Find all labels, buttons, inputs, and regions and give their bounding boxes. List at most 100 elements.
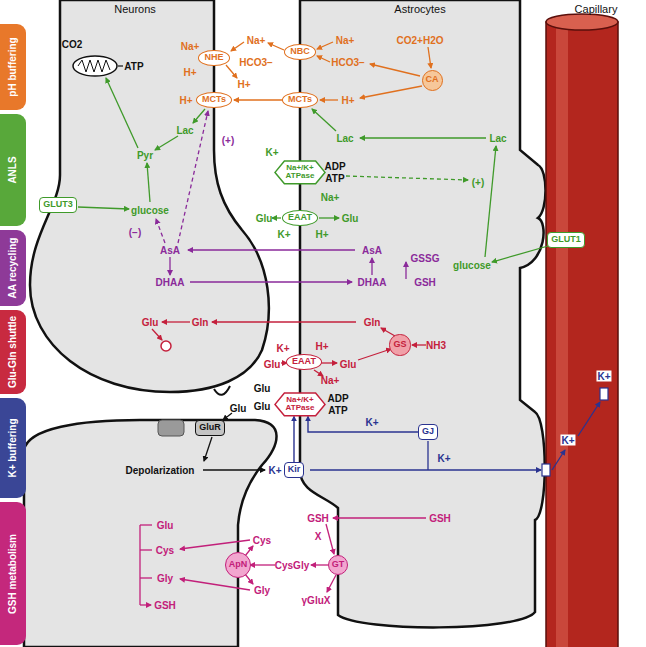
k-flux-connector	[308, 416, 418, 432]
transporter-symbol: MCTs	[282, 92, 318, 107]
flux-arrow	[412, 344, 426, 345]
connectors	[294, 416, 418, 462]
molecule-label: CO2	[62, 39, 83, 50]
flux-arrow	[203, 469, 265, 470]
molecule-label: Glu	[254, 401, 271, 412]
enzyme-circle: GS	[389, 334, 410, 355]
transporter-symbol: Na+/K+ ATPase	[274, 392, 326, 417]
node-label: Glu-Gln shuttle	[8, 316, 19, 388]
molecule-label: H+	[183, 67, 196, 78]
flux-arrow	[428, 47, 431, 68]
transporter-symbol: NHE	[198, 50, 229, 65]
flux-arrow	[162, 321, 190, 322]
node-label: Na+/K+ ATPase	[284, 164, 316, 181]
node-label: K+ buffering	[8, 418, 19, 477]
node-label: ApN	[229, 560, 248, 569]
molecule-label: ATP	[328, 405, 347, 416]
flux-arrow	[152, 329, 162, 340]
molecule-label: CO2+H2O	[397, 35, 444, 46]
astrocyte	[300, 0, 546, 627]
molecule-label: Na+	[336, 35, 355, 46]
molecule-label: HCO3−	[331, 57, 365, 68]
molecule-label: (+)	[222, 135, 235, 146]
node-label: MCTs	[202, 95, 226, 104]
molecule-label: glucose	[453, 260, 491, 271]
molecule-label: Pyr	[137, 150, 153, 161]
flux-arrow	[485, 146, 496, 257]
flux-arrow	[319, 217, 339, 218]
flux-arrow	[193, 109, 205, 123]
postsynaptic-neuron	[24, 420, 277, 647]
molecule-label: Cys	[156, 545, 174, 556]
node-label: EAAT	[292, 357, 316, 366]
flux-arrow	[180, 540, 250, 549]
flux-arrow	[147, 163, 150, 202]
molecule-label: H+	[237, 79, 250, 90]
flux-arrow	[326, 524, 334, 554]
molecule-label: Glu	[142, 317, 159, 328]
molecule-label: ATP	[325, 173, 344, 184]
flux-arrow	[155, 136, 178, 150]
section-band: ANLS	[0, 114, 26, 226]
vesicle-fusion-pore	[214, 386, 230, 395]
molecule-label: GSSG	[411, 253, 440, 264]
flux-arrow	[139, 525, 140, 605]
node-label: MCTs	[288, 95, 312, 104]
molecule-label: Glu	[230, 403, 247, 414]
flux-arrow	[370, 64, 420, 76]
molecule-label: GSH	[429, 513, 451, 524]
flux-arrow	[212, 321, 356, 322]
molecule-label: Gly	[157, 573, 173, 584]
flux-arrow	[180, 579, 250, 590]
molecule-label: (−)	[129, 227, 142, 238]
molecule-label: NH3	[426, 340, 446, 351]
transporter-symbol: EAAT	[282, 210, 318, 225]
molecule-label: γGluX	[302, 595, 331, 606]
flux-arrow	[190, 281, 352, 282]
flux-arrow	[346, 176, 468, 180]
flux-arrow	[320, 99, 338, 100]
molecule-label: Glu	[264, 359, 281, 370]
node-label: GT	[332, 560, 345, 569]
flux-arrow	[268, 43, 284, 50]
transporter-symbol: MCTs	[196, 92, 232, 107]
flux-arrow	[140, 577, 152, 578]
molecule-label: Glu	[340, 359, 357, 370]
column-heading: Capillary	[575, 3, 618, 15]
node-label: NHE	[204, 53, 223, 62]
molecule-label: Na+	[247, 35, 266, 46]
flux-arrow	[317, 42, 333, 49]
flux-arrow	[226, 65, 237, 78]
molecule-label: K+	[268, 465, 281, 476]
node-label: ANLS	[8, 156, 19, 183]
mitochondrion-cristae	[78, 60, 110, 72]
transporter-symbol: GJ	[418, 424, 438, 439]
molecule-label: Na+	[321, 192, 340, 203]
flux-arrow	[405, 262, 406, 279]
molecule-label: GSH	[307, 513, 329, 524]
molecule-label: Na+	[181, 41, 200, 52]
molecule-label: CysGly	[275, 560, 309, 571]
flux-arrow	[231, 42, 244, 51]
molecule-label: Glu	[254, 383, 271, 394]
presynaptic-neuron	[30, 0, 269, 392]
k-channel	[542, 464, 550, 476]
flux-arrow	[312, 109, 336, 131]
hexagon-shape	[275, 393, 325, 416]
molecule-label: Gly	[254, 585, 270, 596]
flux-arrow	[310, 469, 541, 470]
transporter-symbol: GluR	[195, 420, 225, 435]
flux-arrow	[578, 402, 600, 436]
flux-arrow	[169, 257, 170, 275]
enzyme-circle: CA	[422, 70, 443, 91]
molecule-label: H+	[341, 95, 354, 106]
capillary	[546, 22, 618, 647]
flux-arrow	[552, 450, 565, 470]
flux-arrow	[360, 86, 422, 98]
molecule-label: K+	[365, 417, 378, 428]
flux-arrow	[327, 575, 336, 592]
molecule-label: Cys	[253, 535, 271, 546]
transporter-symbol: NBC	[284, 44, 316, 59]
enzyme-circle: ApN	[225, 552, 252, 579]
molecule-label: DHAA	[156, 277, 185, 288]
